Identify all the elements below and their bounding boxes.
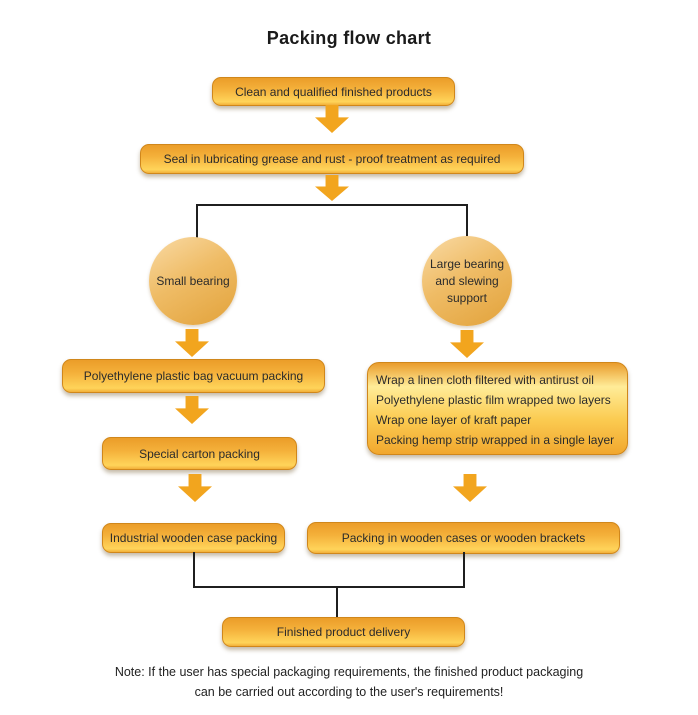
circle-large-bearing: Large bearing and slewing support — [422, 236, 512, 326]
node-wooden-cases-brackets: Packing in wooden cases or wooden bracke… — [307, 522, 620, 554]
connector-stub — [336, 586, 338, 617]
node-poly-bag-packing: Polyethylene plastic bag vacuum packing — [62, 359, 325, 393]
down-arrow-icon — [178, 474, 212, 502]
down-arrow-icon — [315, 105, 349, 133]
node-label: Polyethylene plastic bag vacuum packing — [83, 369, 304, 383]
down-arrow-icon — [175, 396, 209, 424]
branch-connector-bottom — [193, 552, 465, 588]
wrap-step-line: Packing hemp strip wrapped in a single l… — [376, 433, 615, 447]
node-label: Seal in lubricating grease and rust - pr… — [163, 152, 501, 166]
wrap-step-line: Wrap one layer of kraft paper — [376, 413, 532, 427]
circle-label: Large bearing and slewing support — [429, 256, 505, 305]
node-label: Clean and qualified finished products — [235, 84, 432, 99]
node-finished-delivery: Finished product delivery — [222, 617, 465, 647]
node-label: Packing in wooden cases or wooden bracke… — [341, 531, 586, 545]
node-wrap-steps: Wrap a linen cloth filtered with antirus… — [367, 362, 628, 455]
page-title: Packing flow chart — [266, 28, 432, 48]
node-seal-grease: Seal in lubricating grease and rust - pr… — [140, 144, 524, 174]
circle-label: Small bearing — [156, 273, 230, 288]
down-arrow-icon — [453, 474, 487, 502]
node-clean-products: Clean and qualified finished products — [212, 77, 455, 106]
down-arrow-icon — [175, 329, 209, 357]
footer-note: Note: If the user has special packaging … — [114, 665, 584, 699]
node-industrial-wooden-case: Industrial wooden case packing — [102, 523, 285, 553]
node-label: Finished product delivery — [276, 625, 411, 639]
down-arrow-icon — [315, 175, 349, 201]
node-special-carton: Special carton packing — [102, 437, 297, 470]
branch-connector-top — [196, 204, 468, 239]
wrap-step-line: Polyethylene plastic film wrapped two la… — [376, 393, 611, 407]
down-arrow-icon — [450, 330, 484, 358]
circle-small-bearing: Small bearing — [149, 237, 237, 325]
node-label: Special carton packing — [139, 446, 260, 461]
node-label: Industrial wooden case packing — [109, 531, 278, 545]
wrap-step-line: Wrap a linen cloth filtered with antirus… — [376, 373, 594, 387]
